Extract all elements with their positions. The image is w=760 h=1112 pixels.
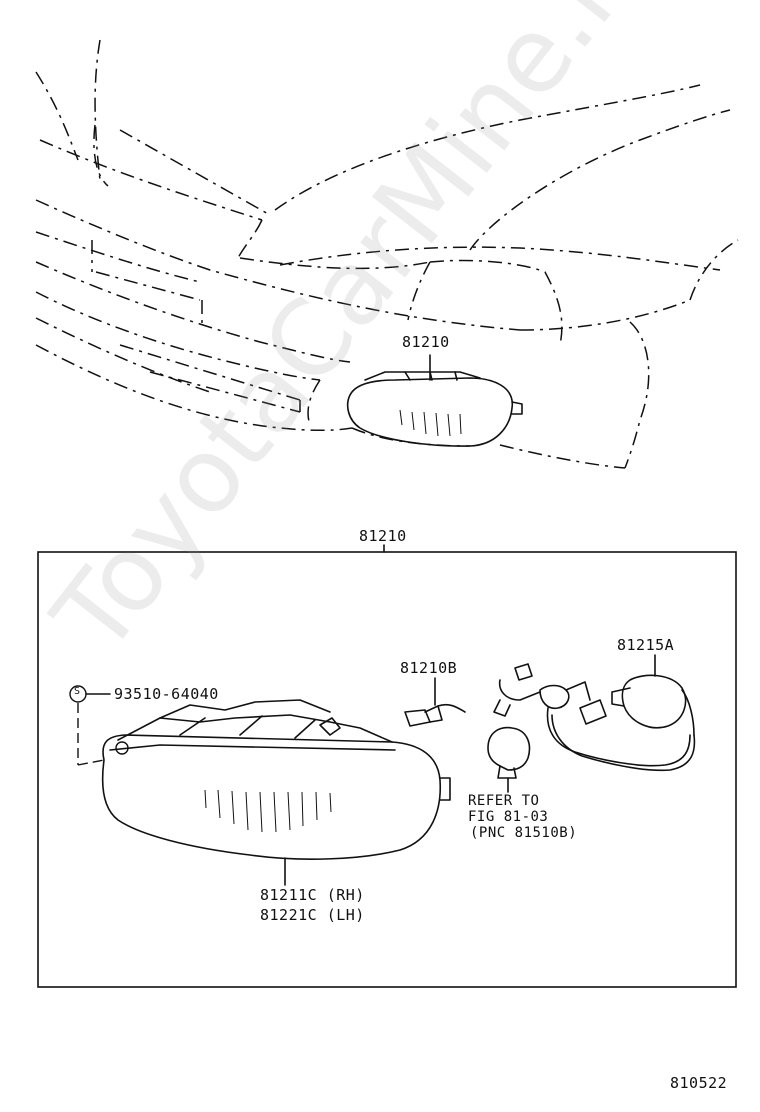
overview-lamp bbox=[346, 354, 523, 447]
screw-symbol-label: S bbox=[74, 686, 81, 697]
figure-number: 810522 bbox=[670, 1074, 728, 1092]
bulb-part-label: 81210B bbox=[400, 659, 458, 677]
turn-signal-lamp bbox=[101, 699, 451, 886]
refer-line-3: (PNC 81510B) bbox=[470, 825, 578, 841]
reference-bulb bbox=[487, 726, 531, 793]
refer-line-2: FIG 81-03 bbox=[468, 809, 549, 825]
screw-symbol bbox=[69, 685, 111, 766]
wedge-bulb bbox=[404, 677, 466, 727]
refer-line-1: REFER TO bbox=[468, 793, 540, 809]
lamp-lh-label: 81221C (LH) bbox=[260, 906, 365, 924]
car-front-outline bbox=[35, 39, 739, 469]
screw-part-label: 93510-64040 bbox=[114, 685, 219, 703]
lamp-rh-label: 81211C (RH) bbox=[260, 886, 365, 904]
socket-part-label: 81215A bbox=[617, 636, 675, 654]
detail-title: 81210 bbox=[359, 527, 407, 545]
overview-part-label: 81210 bbox=[402, 333, 450, 351]
detail-frame bbox=[37, 551, 737, 988]
socket-harness bbox=[493, 654, 696, 772]
